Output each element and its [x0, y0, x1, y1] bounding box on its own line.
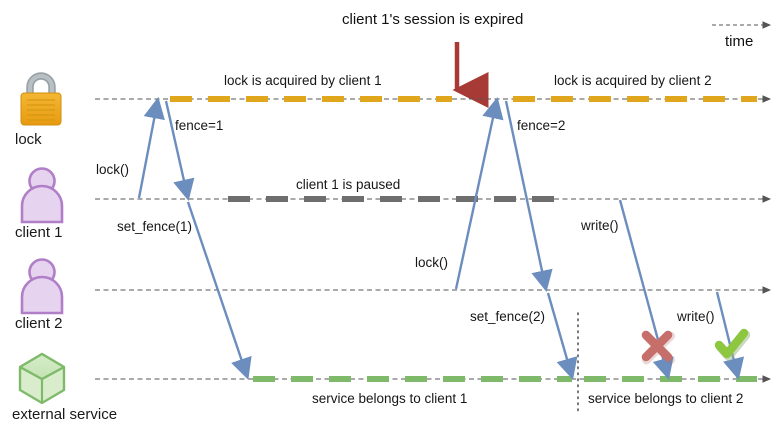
- message-label-fence-2: fence=2: [517, 118, 566, 133]
- cross-icon: [641, 330, 675, 365]
- message-label-set-fence-1: set_fence(1): [117, 219, 193, 234]
- person-icon: [20, 258, 64, 315]
- message-label-set-fence-2: set_fence(2): [470, 309, 546, 324]
- client1-paused-label: client 1 is paused: [296, 177, 401, 192]
- time-axis-label: time: [725, 33, 754, 50]
- session-expired-label: client 1's session is expired: [342, 11, 524, 28]
- message-arrow-fence-1: [164, 100, 195, 202]
- message-label-write-client2: write(): [677, 309, 715, 324]
- padlock-icon: [20, 72, 62, 126]
- message-arrow-fence-2: [504, 100, 553, 293]
- message-label-fence-1: fence=1: [175, 118, 224, 133]
- message-arrow-set-fence-1: [186, 201, 252, 380]
- service-owner-label-client1: service belongs to client 1: [312, 391, 468, 406]
- cube-icon: [18, 352, 66, 405]
- message-label-lock-call-2: lock(): [415, 255, 448, 270]
- message-arrow-set-fence-2: [546, 292, 578, 380]
- message-arrow-lock-call-2: [454, 96, 504, 290]
- message-label-write-client1: write(): [581, 218, 619, 233]
- check-icon: [714, 328, 751, 361]
- actor-label-client2: client 2: [15, 315, 63, 332]
- lock-span-label-client1: lock is acquired by client 1: [224, 73, 382, 88]
- lock-span-label-client2: lock is acquired by client 2: [554, 73, 712, 88]
- message-arrow-lock-call-1: [137, 96, 165, 199]
- person-icon: [20, 167, 64, 224]
- actor-label-client1: client 1: [15, 224, 63, 241]
- message-label-lock-call-1: lock(): [96, 162, 129, 177]
- actor-label-service: external service: [12, 406, 118, 423]
- service-owner-label-client2: service belongs to client 2: [588, 391, 744, 406]
- message-arrow-write-client2: [715, 291, 745, 380]
- actor-label-lock: lock: [15, 131, 42, 148]
